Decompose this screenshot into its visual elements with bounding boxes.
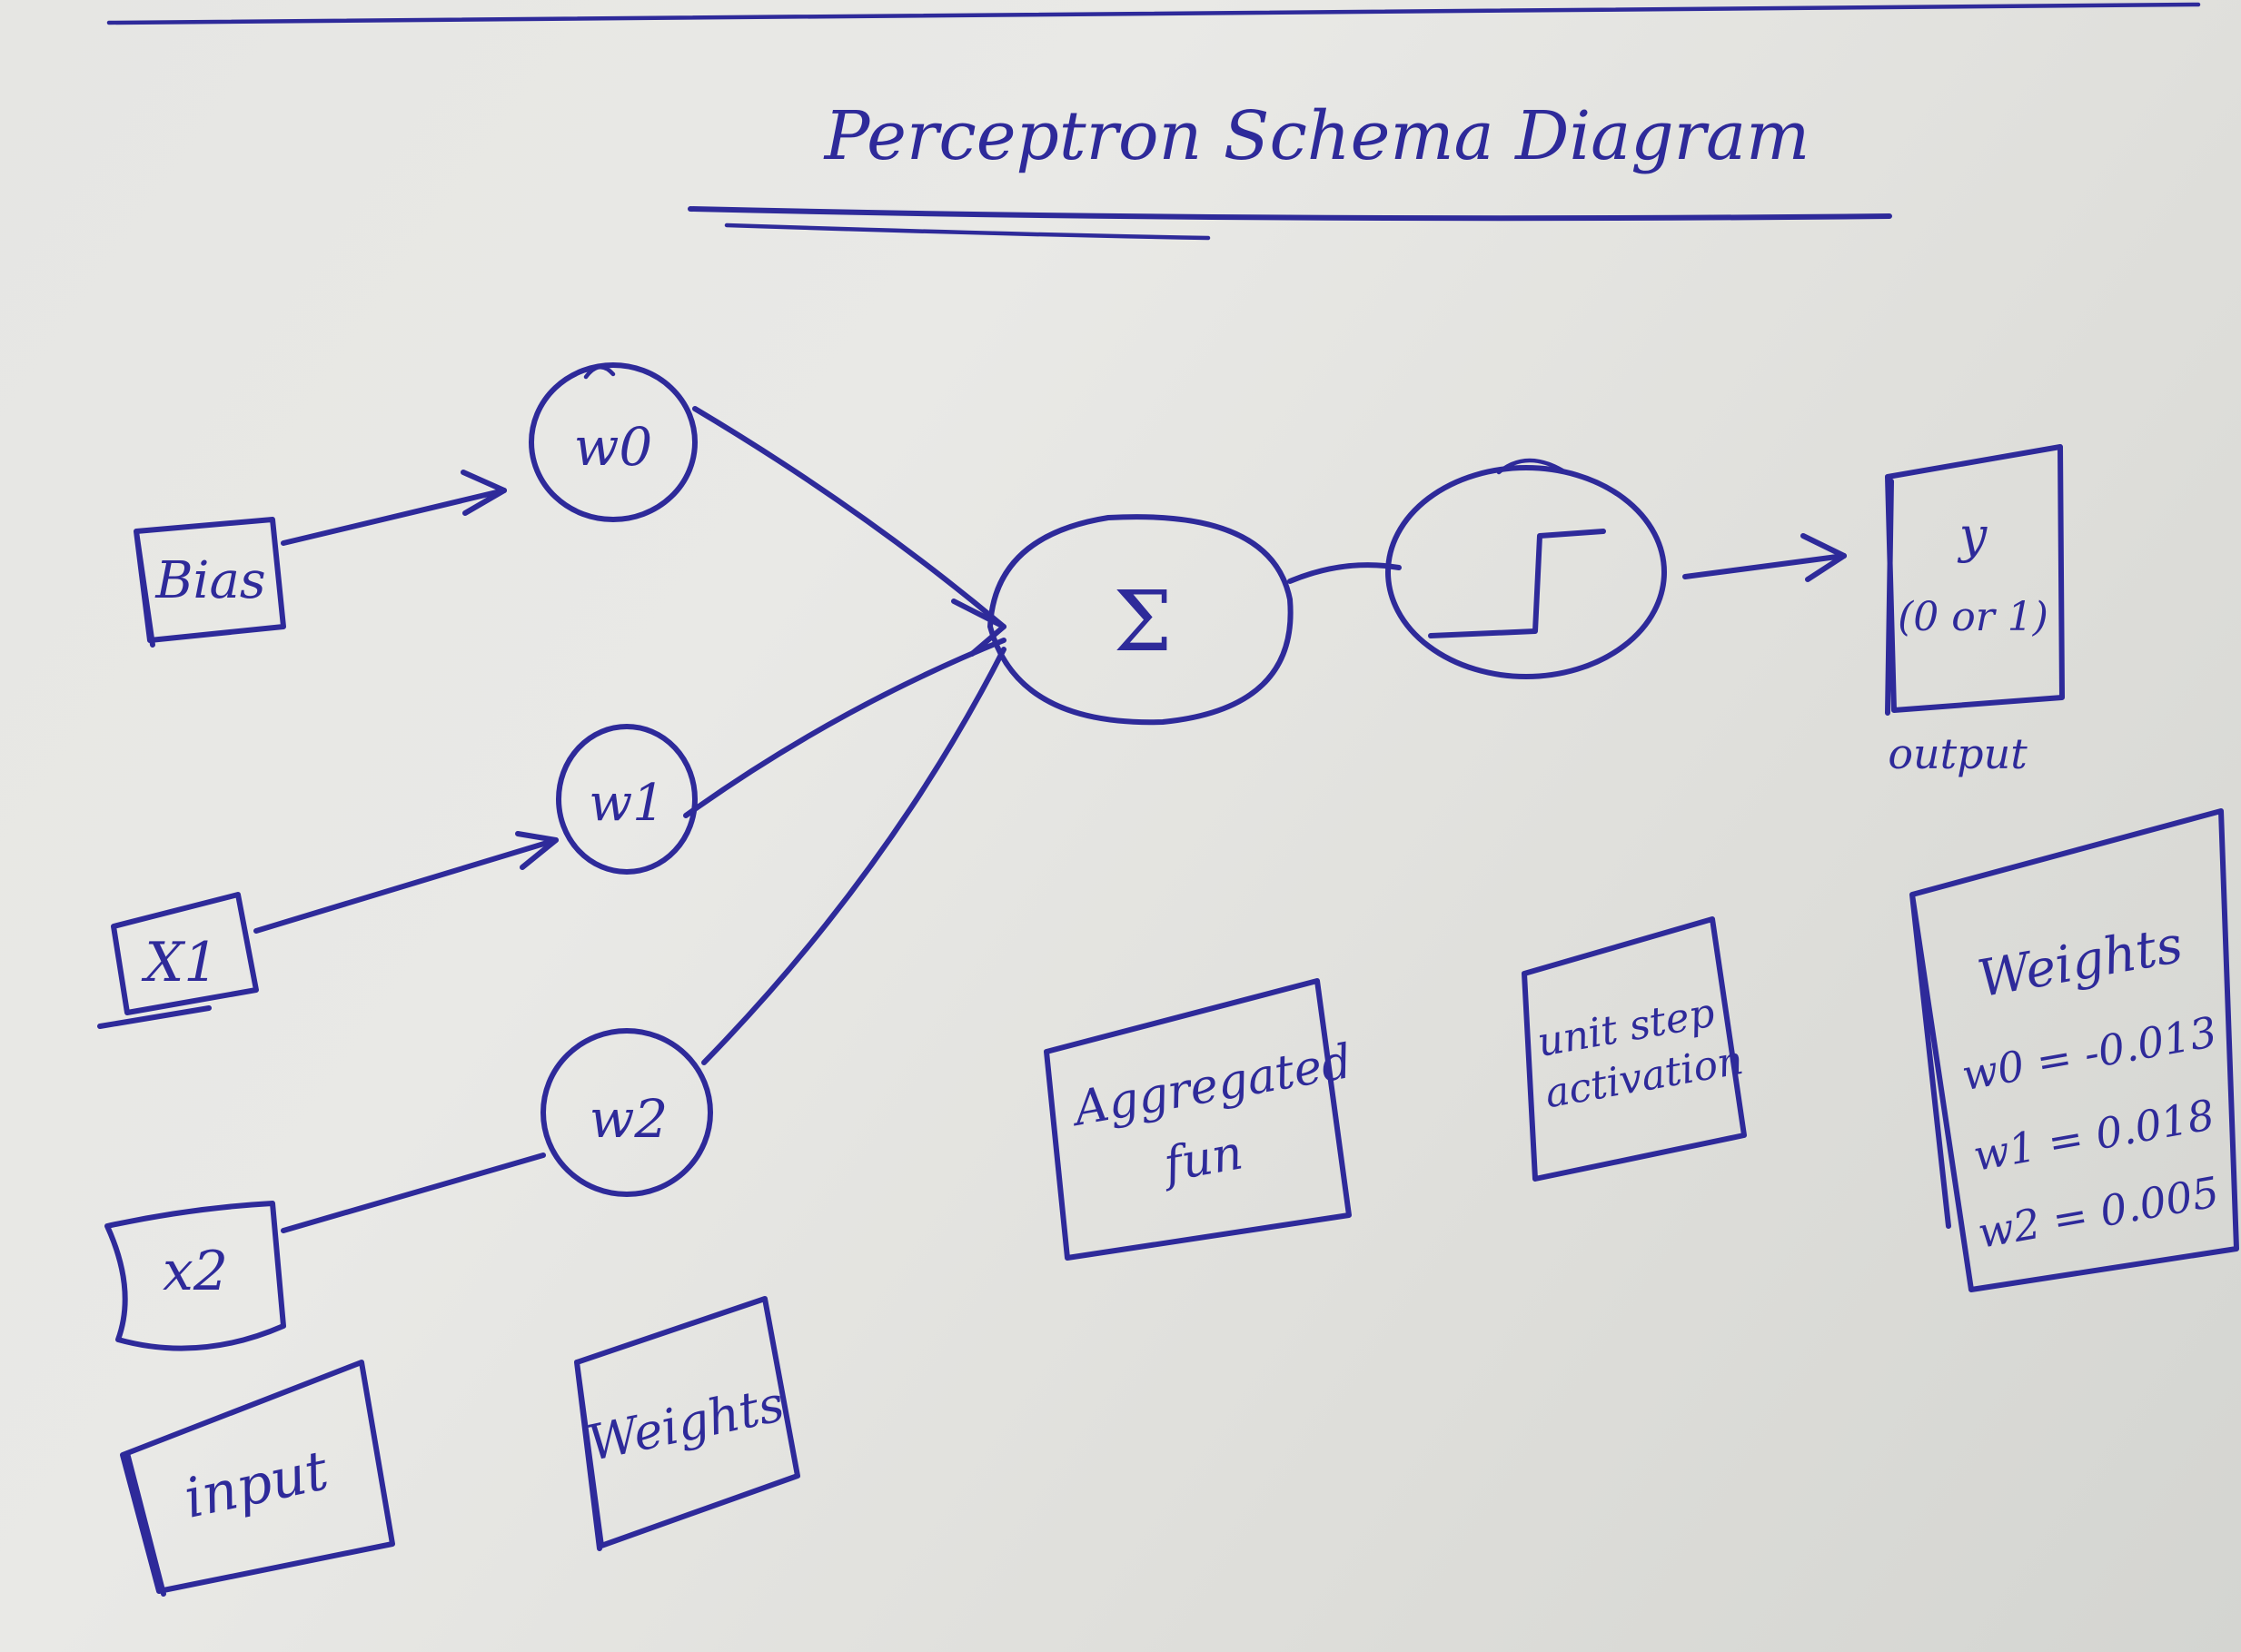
legend-input-box: [120, 1360, 395, 1597]
output-box: [1885, 444, 2065, 716]
w2-to-sum-line: [701, 647, 1006, 1065]
activation-node: [1385, 465, 1667, 679]
activation-to-output-arrow: [1682, 553, 1847, 579]
step-function-icon: [1428, 529, 1606, 638]
w1-node: [556, 724, 698, 875]
w2-node: [540, 1028, 713, 1197]
weight-values-box: [1909, 808, 2239, 1292]
x1-box: [97, 892, 259, 1029]
w1-label: w1: [589, 774, 665, 833]
x2-to-w2-line: [281, 1152, 546, 1233]
output-label: output: [1888, 729, 2028, 778]
legend-aggregate-box: [1044, 978, 1352, 1261]
output-values: (0 or 1): [1898, 594, 2048, 640]
w1-to-sum-line: [683, 638, 1006, 818]
sum-to-activation-line: [1287, 562, 1402, 584]
title-underline: [688, 206, 1892, 222]
bias-to-w0-arrow: [281, 488, 507, 546]
diagram-title: Perceptron Schema Diagram: [824, 97, 1810, 175]
input-x1-label: X1: [144, 931, 219, 994]
input-x2-label: x2: [162, 1240, 229, 1303]
sum-symbol: Σ: [1113, 573, 1173, 670]
w0-node: [529, 362, 698, 522]
legend-activation-box: [1522, 916, 1747, 1182]
legend-weights-box: [574, 1296, 800, 1551]
w0-to-sum-arrow: [692, 406, 1006, 629]
page-rule: [106, 2, 2201, 25]
output-symbol: y: [1958, 507, 1988, 564]
title-underline-2: [724, 223, 1211, 241]
input-bias-label: Bias: [155, 551, 266, 610]
x2-box: [104, 1201, 286, 1351]
sum-node: [987, 514, 1294, 726]
w0-label: w0: [573, 416, 653, 478]
x1-to-w1-arrow: [253, 837, 559, 934]
bias-box: [134, 517, 286, 648]
w2-label: w2: [589, 1088, 669, 1150]
